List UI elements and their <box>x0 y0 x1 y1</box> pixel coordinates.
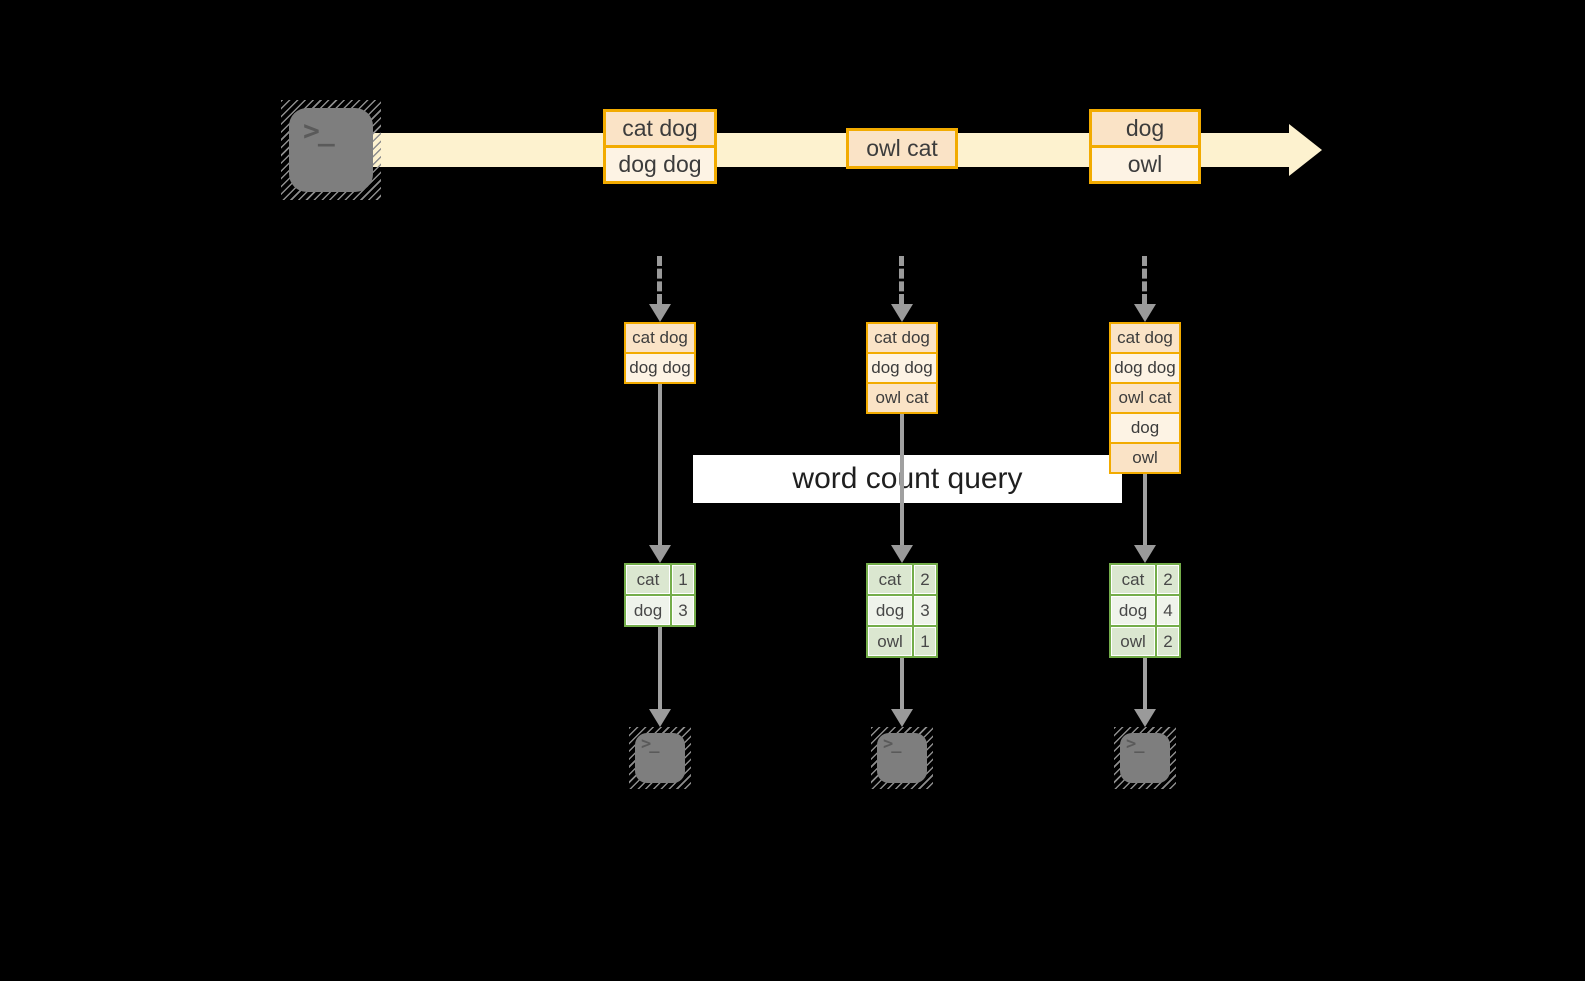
stream-batch-1: cat dog dog dog <box>603 109 717 184</box>
terminal-body <box>635 733 685 783</box>
connector-arrow-head <box>1134 545 1156 563</box>
batch-row: owl <box>1089 145 1201 184</box>
result-row: dog 3 <box>868 596 936 625</box>
dashed-arrow-line-3 <box>1142 256 1147 304</box>
dashed-arrow-head-2 <box>891 304 913 322</box>
terminal-body <box>289 108 373 192</box>
connector-arrow-head <box>891 545 913 563</box>
terminal-body <box>877 733 927 783</box>
input-row: cat dog <box>866 322 938 354</box>
stream-batch-3: dog owl <box>1089 109 1201 184</box>
input-row: dog dog <box>624 352 696 384</box>
query-banner-label: word count query <box>792 462 1023 495</box>
batch-row: dog dog <box>603 145 717 184</box>
input-table-1: cat dog dog dog <box>624 322 696 384</box>
batch-row: cat dog <box>603 109 717 148</box>
dashed-arrow-head-1 <box>649 304 671 322</box>
result-count: 1 <box>672 565 694 594</box>
stream-batch-2: owl cat <box>846 128 958 169</box>
terminal-prompt-icon: >_ <box>303 114 335 147</box>
connector-line <box>1143 474 1147 545</box>
result-table-1: cat 1 dog 3 <box>624 563 696 627</box>
dashed-arrow-head-3 <box>1134 304 1156 322</box>
input-row: dog dog <box>1109 352 1181 384</box>
result-row: cat 1 <box>626 565 694 594</box>
terminal-prompt-icon: >_ <box>1126 734 1145 754</box>
result-count: 2 <box>914 565 936 594</box>
result-row: owl 1 <box>868 627 936 656</box>
result-table-3: cat 2 dog 4 owl 2 <box>1109 563 1181 658</box>
terminal-body <box>1120 733 1170 783</box>
terminal-prompt-icon: >_ <box>883 734 902 754</box>
result-count: 3 <box>672 596 694 625</box>
result-count: 2 <box>1157 627 1179 656</box>
input-row: dog dog <box>866 352 938 384</box>
input-table-2: cat dog dog dog owl cat <box>866 322 938 414</box>
result-table-2: cat 2 dog 3 owl 1 <box>866 563 938 658</box>
result-row: owl 2 <box>1111 627 1179 656</box>
connector-line <box>900 658 904 709</box>
result-count: 1 <box>914 627 936 656</box>
sink-terminal-icon-3: >_ <box>1114 727 1176 789</box>
batch-row: owl cat <box>846 128 958 169</box>
dashed-arrow-line-2 <box>899 256 904 304</box>
batch-row: dog <box>1089 109 1201 148</box>
connector-line <box>658 627 662 709</box>
result-row: cat 2 <box>868 565 936 594</box>
result-word: cat <box>1111 565 1155 594</box>
result-row: dog 4 <box>1111 596 1179 625</box>
query-banner: word count query <box>693 455 1122 503</box>
input-row: cat dog <box>1109 322 1181 354</box>
connector-line <box>900 414 904 545</box>
connector-arrow-head <box>891 709 913 727</box>
connector-line <box>1143 658 1147 709</box>
connector-arrow-head <box>1134 709 1156 727</box>
terminal-prompt-icon: >_ <box>641 734 660 754</box>
result-row: cat 2 <box>1111 565 1179 594</box>
input-row: owl cat <box>866 382 938 414</box>
sink-terminal-icon-2: >_ <box>871 727 933 789</box>
result-word: cat <box>626 565 670 594</box>
input-row: dog <box>1109 412 1181 444</box>
result-word: dog <box>1111 596 1155 625</box>
sink-terminal-icon-1: >_ <box>629 727 691 789</box>
result-word: dog <box>868 596 912 625</box>
input-table-3: cat dog dog dog owl cat dog owl <box>1109 322 1181 474</box>
result-word: owl <box>1111 627 1155 656</box>
result-word: owl <box>868 627 912 656</box>
result-row: dog 3 <box>626 596 694 625</box>
connector-arrow-head <box>649 709 671 727</box>
result-word: dog <box>626 596 670 625</box>
result-count: 3 <box>914 596 936 625</box>
source-terminal-icon: >_ <box>281 100 381 200</box>
result-count: 4 <box>1157 596 1179 625</box>
connector-line <box>658 384 662 545</box>
dashed-arrow-line-1 <box>657 256 662 304</box>
connector-arrow-head <box>649 545 671 563</box>
input-row: owl cat <box>1109 382 1181 414</box>
result-word: cat <box>868 565 912 594</box>
result-count: 2 <box>1157 565 1179 594</box>
input-row: owl <box>1109 442 1181 474</box>
input-row: cat dog <box>624 322 696 354</box>
stream-arrow-head <box>1289 124 1322 176</box>
